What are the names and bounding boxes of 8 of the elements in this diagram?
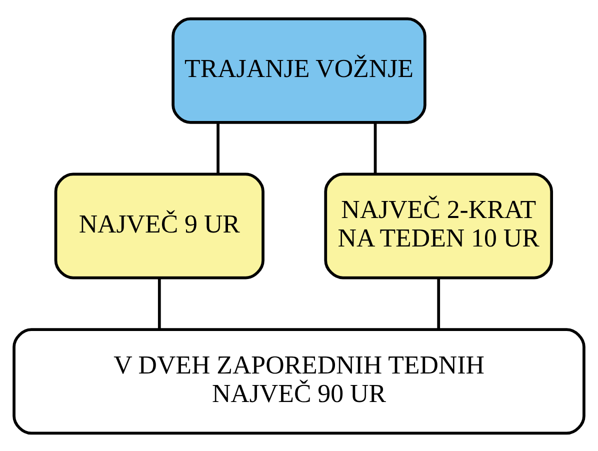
node-box: TRAJANJE VOŽNJE xyxy=(172,16,426,124)
node-box: V DVEH ZAPOREDNIH TEDNIH NAJVEČ 90 UR xyxy=(12,328,586,434)
connector xyxy=(374,122,377,174)
node-box: NAJVEČ 2-KRAT NA TEDEN 10 UR xyxy=(324,172,554,279)
connector xyxy=(158,278,161,329)
connector xyxy=(437,278,440,329)
node-box: NAJVEČ 9 UR xyxy=(54,172,264,279)
connector xyxy=(216,122,220,174)
